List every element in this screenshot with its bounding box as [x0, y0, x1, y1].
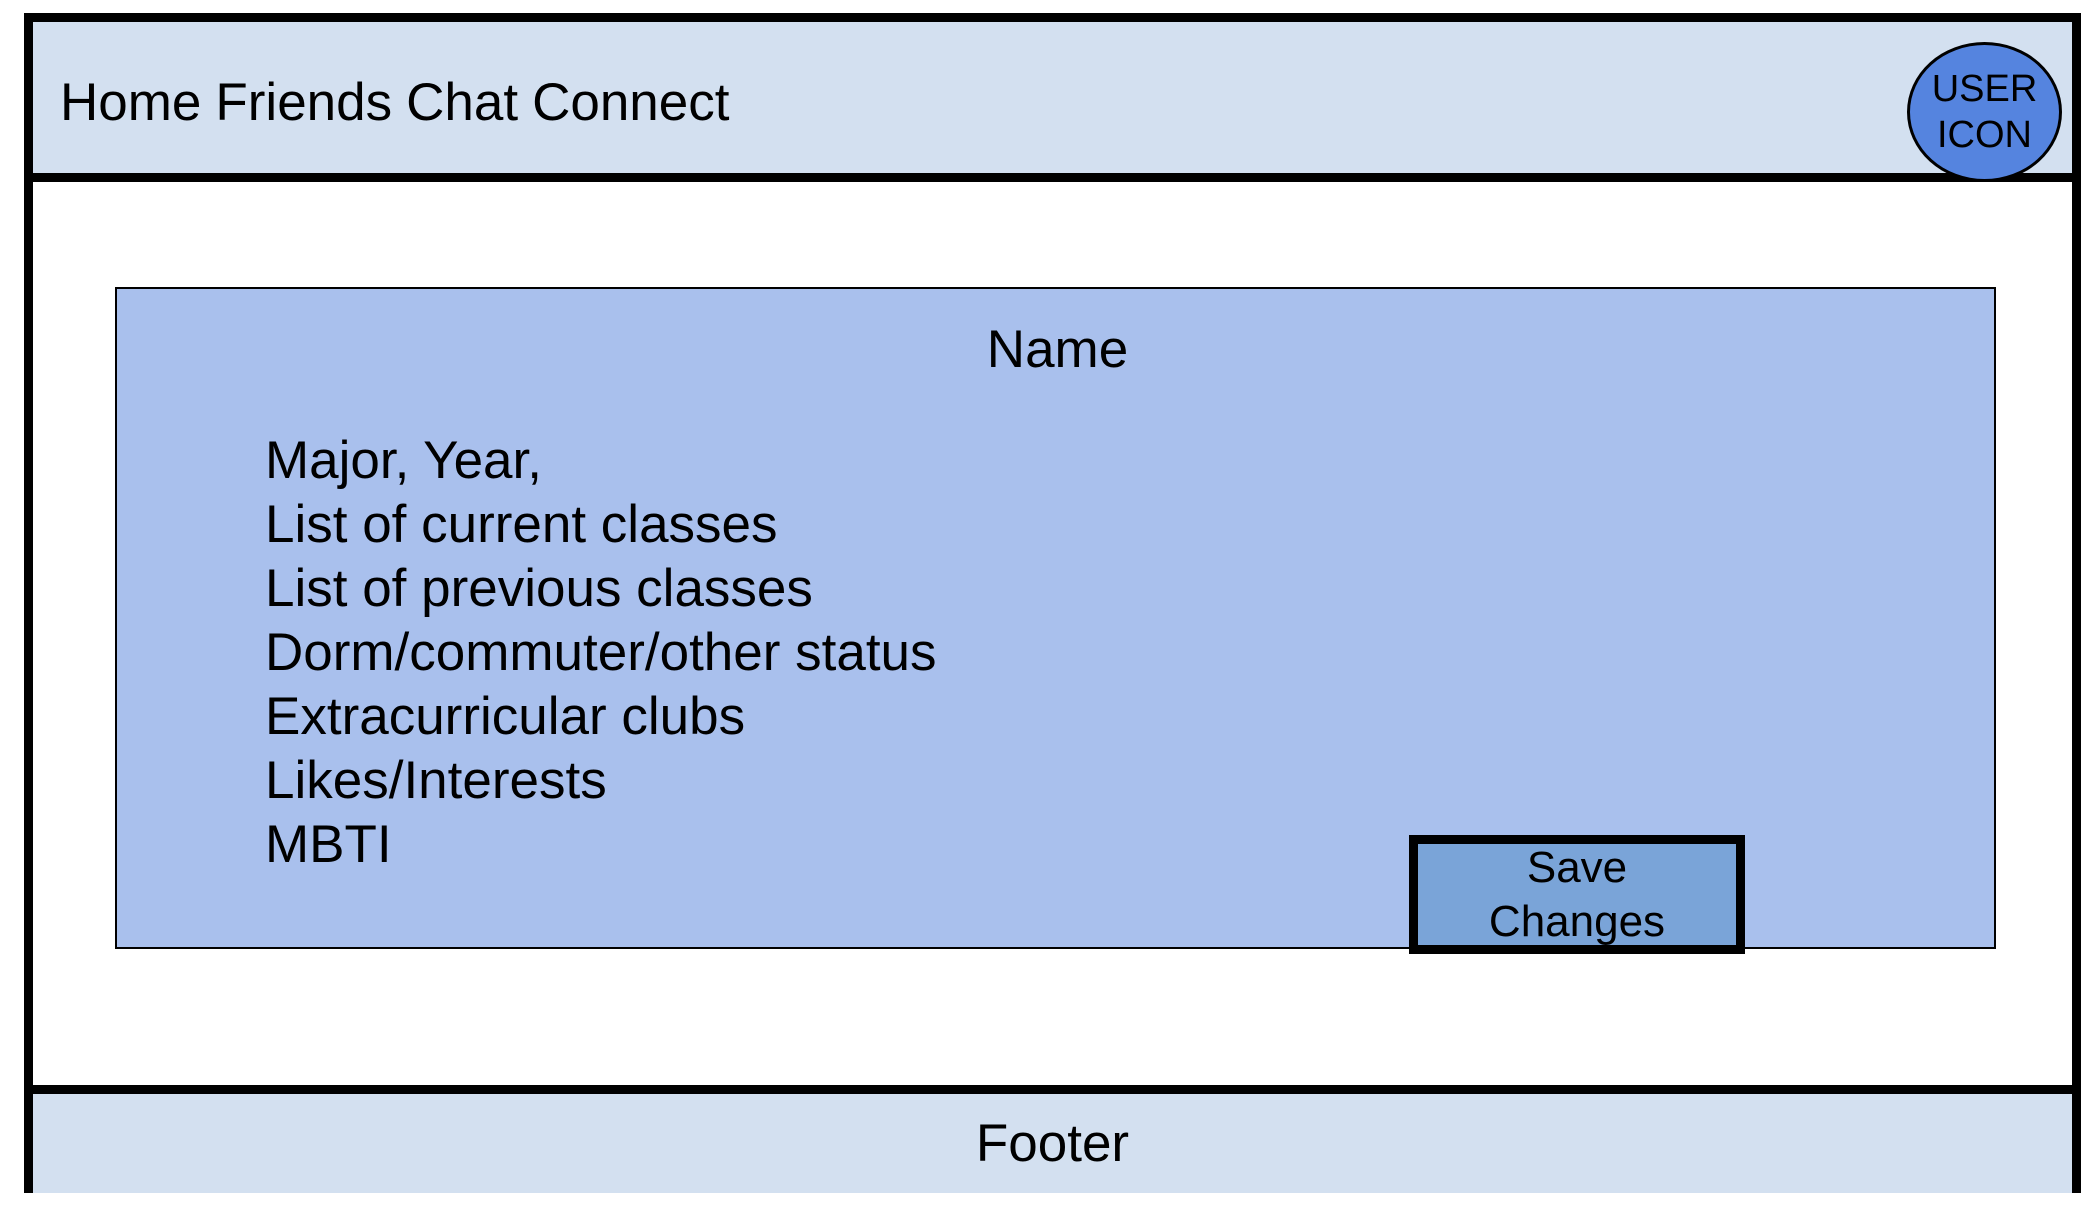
footer-label: Footer: [975, 1114, 1130, 1173]
footer: Footer: [33, 1085, 2072, 1193]
main-nav: Home Friends Chat Connect: [60, 72, 729, 133]
profile-field-current-classes: List of current classes: [265, 495, 778, 554]
header: Home Friends Chat Connect USER ICON: [33, 22, 2072, 182]
user-avatar-icon[interactable]: USER ICON: [1907, 42, 2062, 182]
save-changes-button[interactable]: Save Changes: [1409, 835, 1745, 954]
profile-field-list: Major, Year, List of current classes Lis…: [265, 429, 937, 877]
profile-field-housing-status: Dorm/commuter/other status: [265, 623, 937, 682]
profile-field-mbti: MBTI: [265, 815, 392, 874]
nav-home-link[interactable]: Home: [60, 73, 202, 132]
profile-field-major-year: Major, Year,: [265, 431, 542, 490]
save-button-label-line2: Changes: [1488, 896, 1666, 946]
user-icon-label-line2: ICON: [1937, 114, 2032, 156]
user-icon-label-line1: USER: [1931, 68, 2038, 110]
profile-card: Name Major, Year, List of current classe…: [115, 287, 1996, 954]
nav-connect-link[interactable]: Connect: [532, 73, 730, 132]
nav-chat-link[interactable]: Chat: [406, 73, 519, 132]
profile-field-clubs: Extracurricular clubs: [265, 687, 746, 746]
page-frame: Home Friends Chat Connect USER ICON Name…: [24, 13, 2081, 1193]
nav-friends-link[interactable]: Friends: [215, 73, 393, 132]
save-button-label-line1: Save: [1526, 842, 1628, 892]
profile-field-interests: Likes/Interests: [265, 751, 607, 810]
profile-name: Name: [986, 320, 1129, 379]
profile-field-previous-classes: List of previous classes: [265, 559, 813, 618]
